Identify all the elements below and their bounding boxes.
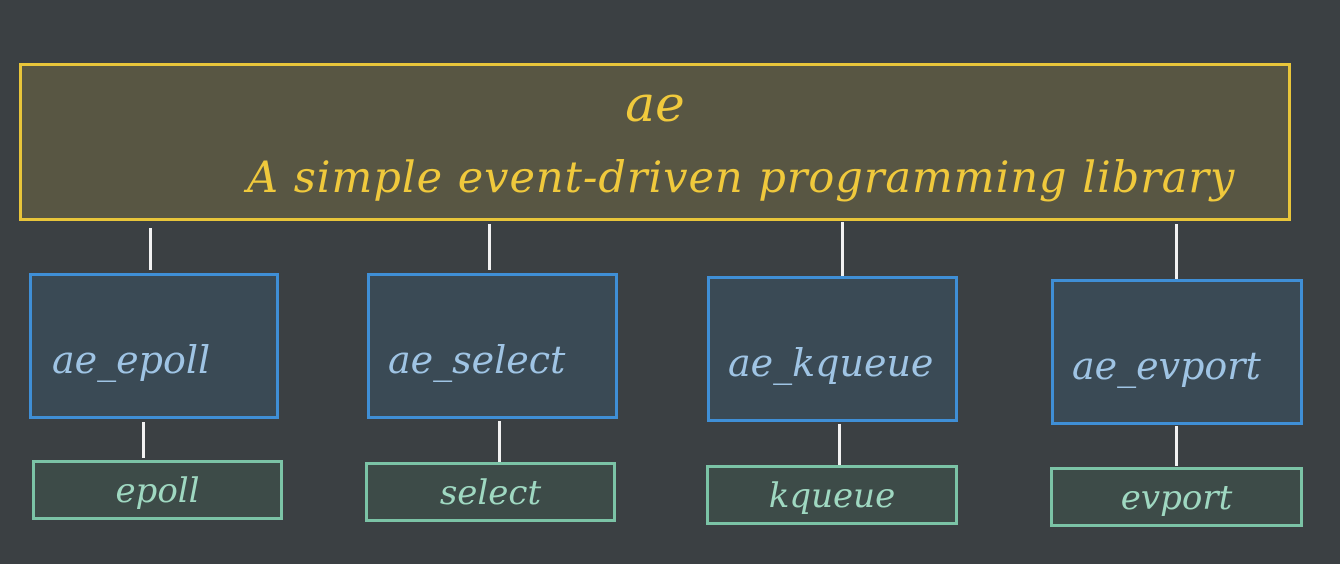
backend-label: ae_epoll	[52, 338, 211, 382]
api-label: evport	[1120, 478, 1233, 518]
api-label: select	[439, 473, 542, 513]
backend-label: ae_kqueue	[728, 341, 934, 385]
backend-label: ae_select	[388, 338, 566, 382]
connector-root-epoll	[149, 228, 152, 270]
api-label: kqueue	[768, 476, 896, 516]
ae-library-description: A simple event-driven programming librar…	[247, 153, 1236, 203]
connector-root-select	[488, 224, 491, 270]
connector-root-kqueue	[841, 222, 844, 278]
ae-library-box: ae A simple event-driven programming lib…	[19, 63, 1291, 221]
connector-kqueue-api	[838, 424, 841, 466]
connector-epoll-api	[142, 422, 145, 458]
backend-box-select: ae_select	[367, 273, 618, 419]
connector-evport-api	[1175, 426, 1178, 466]
api-label: epoll	[115, 471, 200, 511]
api-box-evport: evport	[1050, 467, 1303, 527]
api-box-epoll: epoll	[32, 460, 283, 520]
api-box-kqueue: kqueue	[706, 465, 958, 525]
ae-library-title: ae	[625, 75, 685, 133]
connector-root-evport	[1175, 224, 1178, 282]
backend-box-evport: ae_evport	[1051, 279, 1303, 425]
api-box-select: select	[365, 462, 616, 522]
connector-select-api	[498, 421, 501, 464]
backend-box-epoll: ae_epoll	[29, 273, 279, 419]
backend-box-kqueue: ae_kqueue	[707, 276, 958, 422]
backend-label: ae_evport	[1072, 344, 1261, 388]
